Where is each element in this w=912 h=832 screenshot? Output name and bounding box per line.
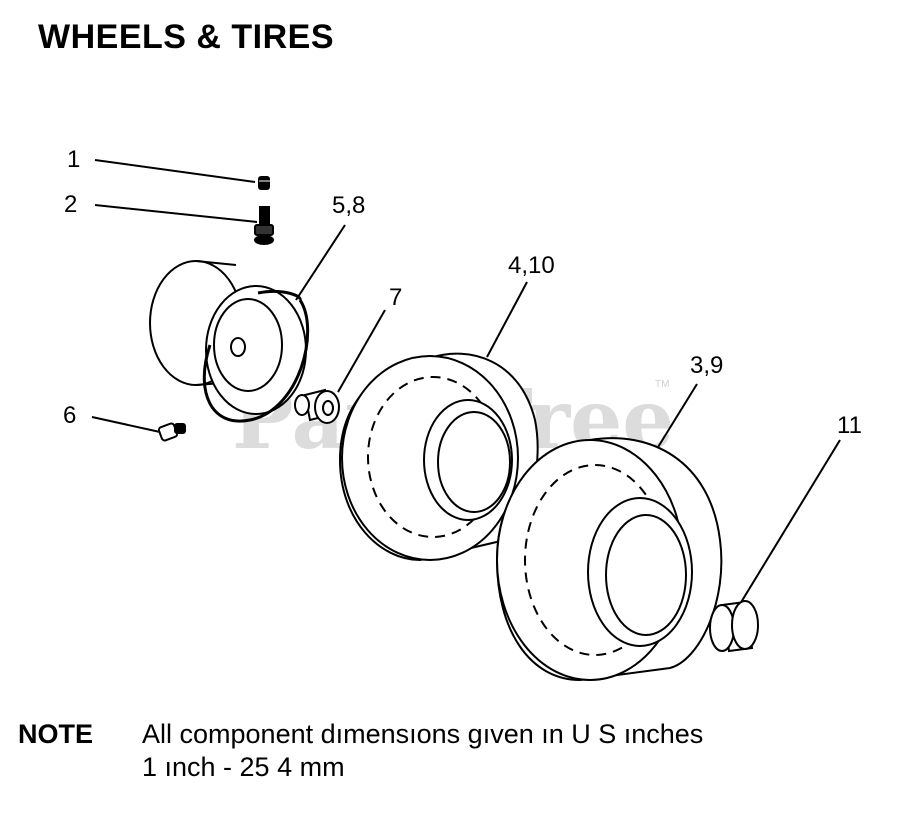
valve-cap-part — [258, 176, 270, 190]
callout-5-8: 5,8 — [332, 192, 365, 219]
note-label: NOTE — [18, 719, 94, 749]
hub-cap-part — [709, 600, 759, 653]
callout-6: 6 — [63, 402, 76, 429]
front-tire-part — [338, 352, 539, 562]
bushing-part — [294, 388, 340, 424]
callout-3-9: 3,9 — [690, 352, 723, 379]
note-block: NOTE All component dımensıons gıven ın U … — [18, 718, 703, 784]
leader-lines — [91, 159, 841, 605]
grease-fitting-part — [157, 422, 186, 442]
callout-labels: 1 2 5,8 7 4,10 3,9 6 11 — [63, 146, 862, 439]
callout-7: 7 — [389, 284, 402, 311]
note-line-1: All component dımensıons gıven ın U S ın… — [142, 719, 704, 749]
callout-4-10: 4,10 — [508, 252, 555, 279]
valve-stem-part — [254, 206, 274, 245]
callout-11: 11 — [837, 412, 862, 439]
wheel-rim-part — [149, 260, 310, 423]
page-title: WHEELS & TIRES — [38, 18, 335, 56]
watermark-tm: TM — [655, 379, 669, 390]
callout-2: 2 — [64, 191, 77, 218]
rear-tire-part — [495, 437, 723, 682]
callout-1: 1 — [67, 146, 80, 173]
note-line-2: 1 ınch - 25 4 mm — [142, 752, 345, 782]
